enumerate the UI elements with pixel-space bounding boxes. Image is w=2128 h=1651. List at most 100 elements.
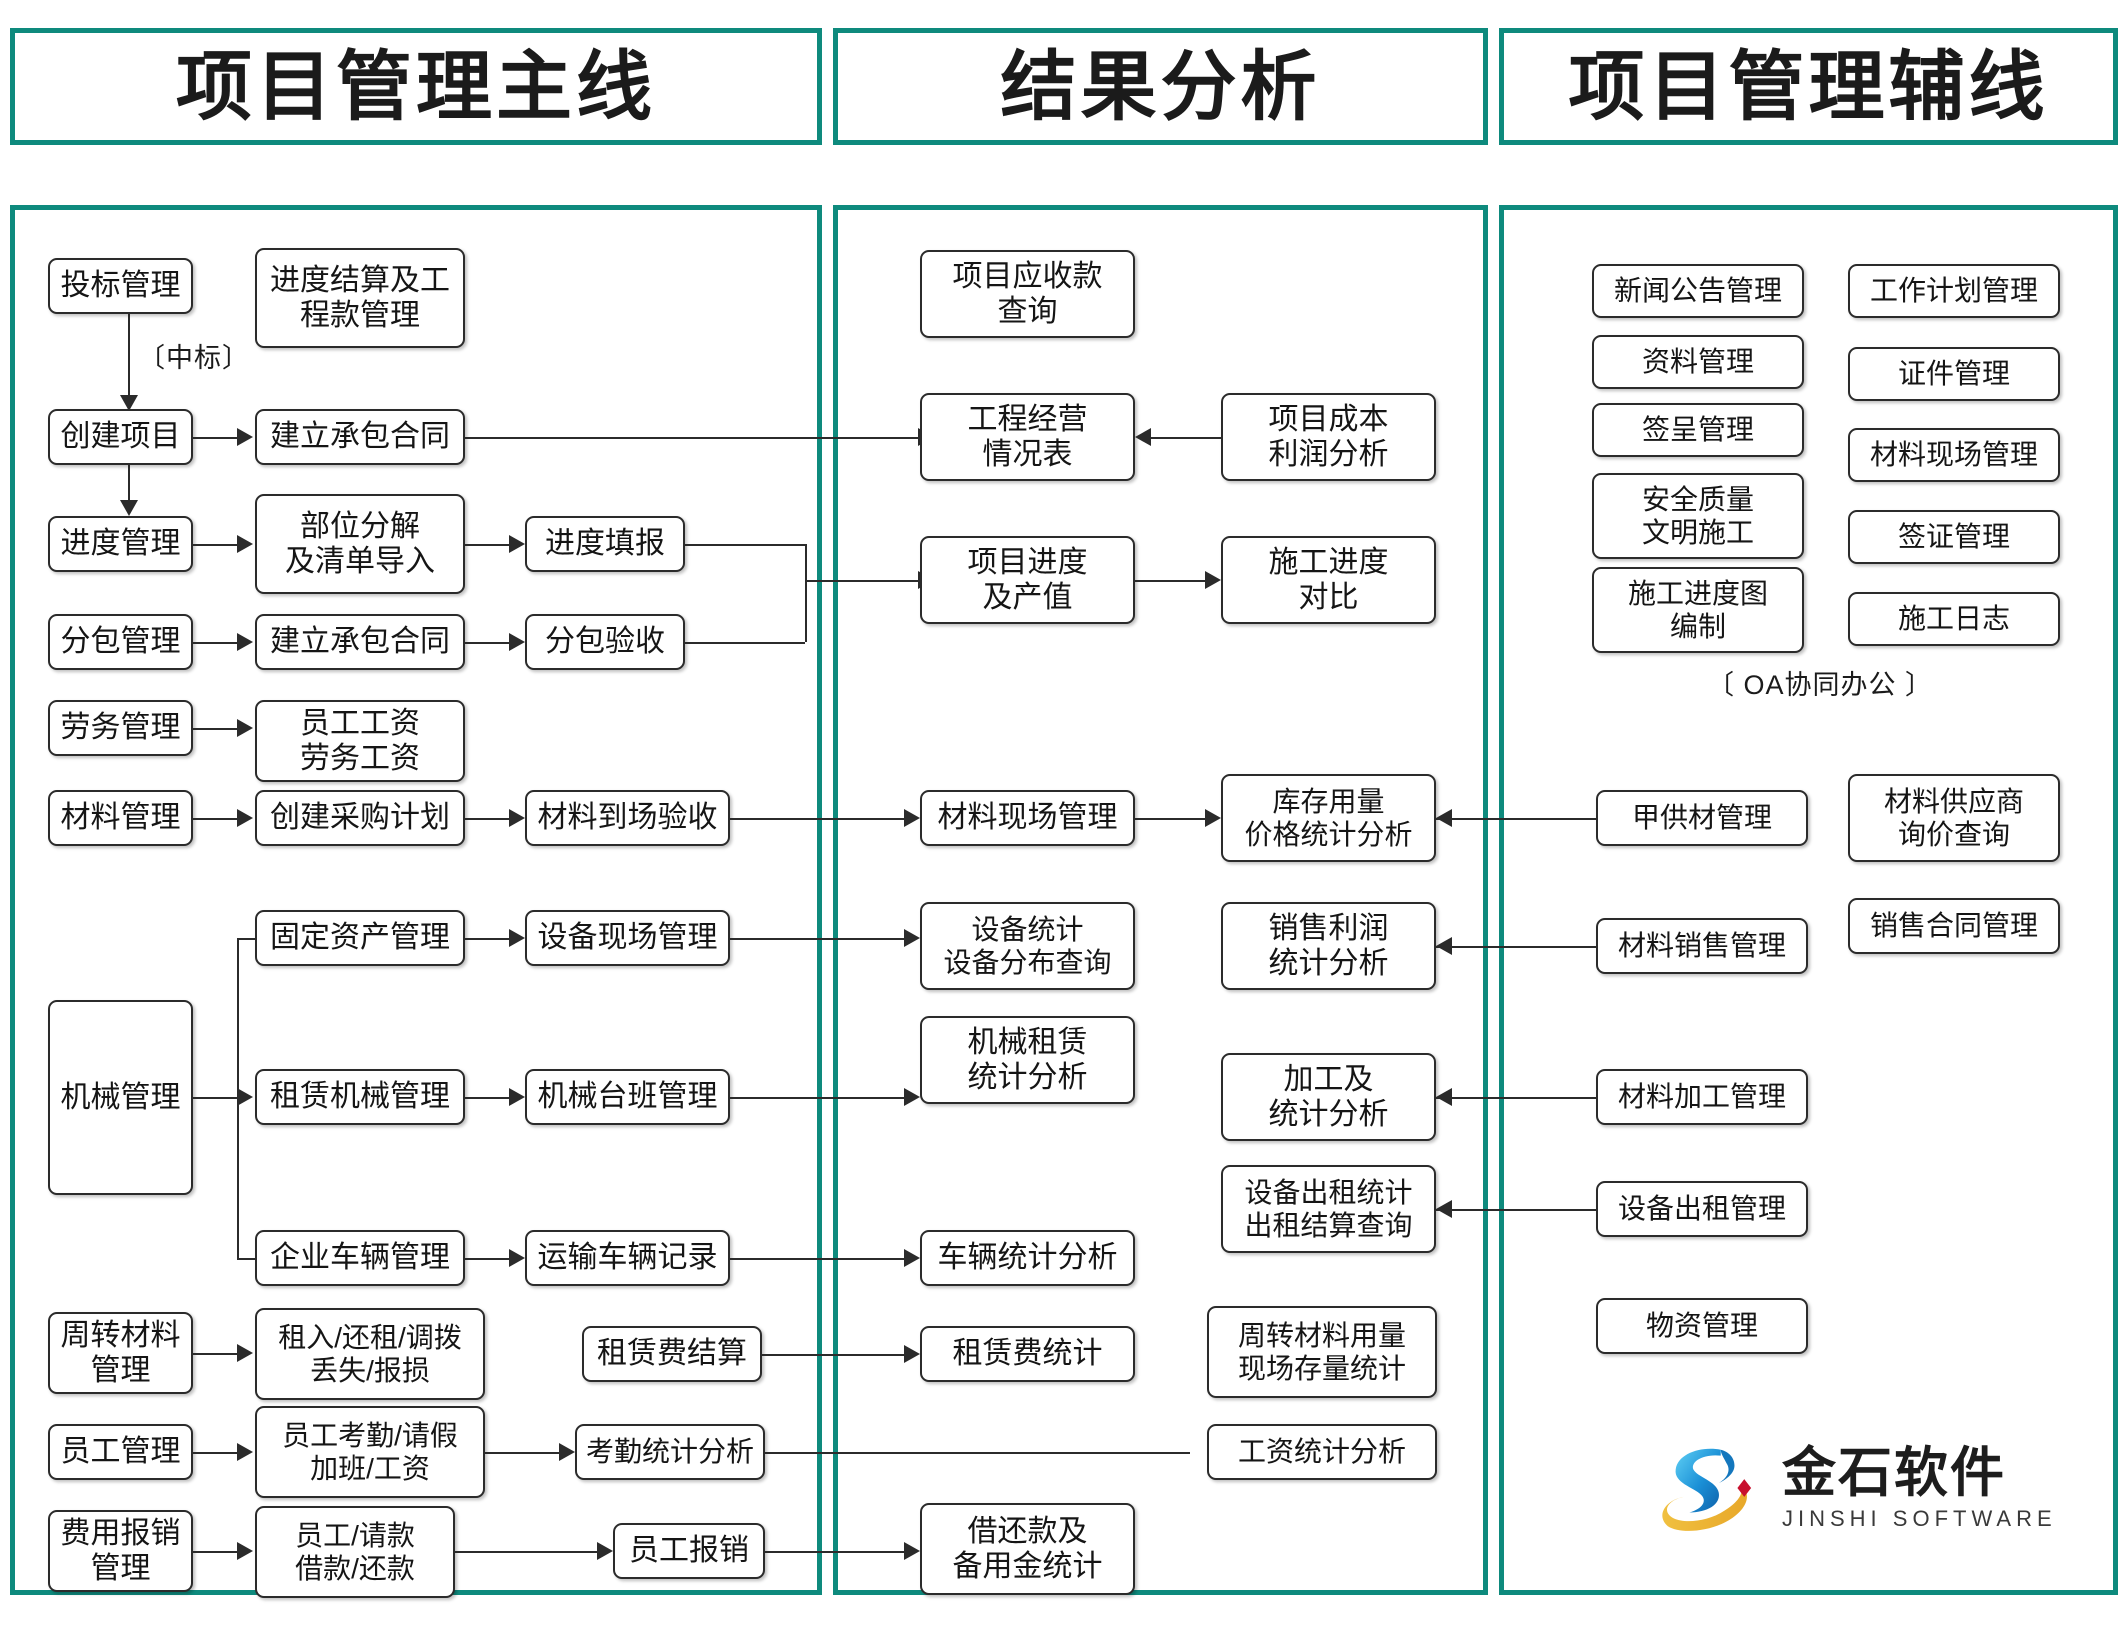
node-turnover-material[interactable]: 周转材料 管理	[48, 1312, 193, 1394]
connector-branch-fixed	[237, 938, 257, 940]
node-salary-stat[interactable]: 工资统计分析	[1207, 1424, 1437, 1480]
node-material-accept-label: 材料到场验收	[537, 801, 718, 835]
node-equip-site-label: 设备现场管理	[537, 921, 718, 955]
node-receivable-query[interactable]: 项目应收款 查询	[920, 250, 1135, 338]
node-progress-compare[interactable]: 施工进度 对比	[1221, 536, 1436, 624]
node-rent-fee-settle[interactable]: 租赁费结算	[582, 1326, 762, 1382]
node-visa-mgmt[interactable]: 签证管理	[1848, 510, 2060, 564]
connector-shift-stat	[730, 1097, 904, 1099]
node-labor-mgmt[interactable]: 劳务管理	[48, 700, 193, 756]
node-equip-site[interactable]: 设备现场管理	[525, 910, 730, 966]
node-supplies-mgmt[interactable]: 物资管理	[1596, 1298, 1808, 1354]
node-progress-settlement[interactable]: 进度结算及工 程款管理	[255, 248, 465, 348]
node-equip-rent-mgmt-label: 设备出租管理	[1617, 1193, 1786, 1225]
node-subcontract-mgmt-label: 分包管理	[60, 625, 181, 659]
node-turnover-stat[interactable]: 周转材料用量 现场存量统计	[1207, 1306, 1437, 1398]
node-material-sales[interactable]: 材料销售管理	[1596, 918, 1808, 974]
arrowhead-rentfee-stat	[904, 1345, 920, 1363]
node-rent-fee-stat[interactable]: 租赁费统计	[920, 1326, 1135, 1382]
node-part-decompose[interactable]: 部位分解 及清单导入	[255, 494, 465, 594]
node-salary-stat-label: 工资统计分析	[1237, 1436, 1406, 1468]
node-lease-machine-label: 租赁机械管理	[270, 1080, 450, 1114]
node-supplier-quote[interactable]: 材料供应商 询价查询	[1848, 774, 2060, 862]
node-sales-profit[interactable]: 销售利润 统计分析	[1221, 902, 1436, 990]
node-news-notice[interactable]: 新闻公告管理	[1592, 264, 1804, 318]
node-material-accept[interactable]: 材料到场验收	[525, 790, 730, 846]
node-equip-rent-mgmt[interactable]: 设备出租管理	[1596, 1181, 1808, 1237]
node-equip-stat[interactable]: 设备统计 设备分布查询	[920, 902, 1135, 990]
node-operation-table[interactable]: 工程经营 情况表	[920, 393, 1135, 481]
node-material-site-2[interactable]: 材料现场管理	[920, 790, 1135, 846]
node-machine-lease-stat[interactable]: 机械租赁 统计分析	[920, 1016, 1135, 1104]
arrowhead-loan-reimb	[597, 1542, 613, 1560]
node-sign-approval[interactable]: 签呈管理	[1592, 403, 1804, 457]
node-progress-mgmt[interactable]: 进度管理	[48, 516, 193, 572]
node-safety-quality[interactable]: 安全质量 文明施工	[1592, 473, 1804, 559]
node-loan-reserve-stat[interactable]: 借还款及 备用金统计	[920, 1503, 1135, 1595]
node-company-vehicle-label: 企业车辆管理	[270, 1241, 450, 1275]
node-transport-record[interactable]: 运输车辆记录	[525, 1230, 730, 1286]
node-equip-stat-label: 设备统计 设备分布查询	[943, 913, 1112, 978]
connector-fill-bus	[685, 544, 805, 546]
node-material-mgmt[interactable]: 材料管理	[48, 790, 193, 846]
node-work-plan[interactable]: 工作计划管理	[1848, 264, 2060, 318]
node-rent-fee-stat-label: 租赁费统计	[952, 1337, 1103, 1371]
node-machinery-mgmt[interactable]: 机械管理	[48, 1000, 193, 1195]
node-rent-return[interactable]: 租入/还租/调拨 丢失/报损	[255, 1308, 485, 1400]
node-inventory-price[interactable]: 库存用量 价格统计分析	[1221, 774, 1436, 862]
node-vehicle-stat[interactable]: 车辆统计分析	[920, 1230, 1135, 1286]
connector-transport-stat	[730, 1258, 904, 1260]
node-loan-repay-label: 员工/请款 借款/还款	[295, 1519, 415, 1584]
arrowhead-turnover-rent	[237, 1344, 253, 1362]
node-employee-reimb[interactable]: 员工报销	[613, 1523, 765, 1579]
node-subcontract-accept[interactable]: 分包验收	[525, 614, 685, 670]
arrowhead-contract-accept	[509, 633, 525, 651]
node-schedule-chart[interactable]: 施工进度图 编制	[1592, 567, 1804, 653]
node-subcontract-mgmt[interactable]: 分包管理	[48, 614, 193, 670]
node-process-stat[interactable]: 加工及 统计分析	[1221, 1053, 1436, 1141]
node-certificate[interactable]: 证件管理	[1848, 347, 2060, 401]
node-cost-profit[interactable]: 项目成本 利润分析	[1221, 393, 1436, 481]
node-purchase-plan[interactable]: 创建采购计划	[255, 790, 465, 846]
node-lease-machine[interactable]: 租赁机械管理	[255, 1069, 465, 1125]
node-expense-mgmt[interactable]: 费用报销 管理	[48, 1510, 193, 1592]
node-create-project-label: 创建项目	[60, 420, 181, 454]
node-progress-output[interactable]: 项目进度 及产值	[920, 536, 1135, 624]
node-equip-rent-stat[interactable]: 设备出租统计 出租结算查询	[1221, 1165, 1436, 1253]
node-material-mgmt-label: 材料管理	[60, 801, 181, 835]
node-machine-shift[interactable]: 机械台班管理	[525, 1069, 730, 1125]
connector-contract-operation	[465, 437, 918, 439]
header-main-line: 项目管理主线	[10, 28, 822, 145]
arrowhead-transport-stat	[904, 1249, 920, 1267]
node-owner-supply[interactable]: 甲供材管理	[1596, 790, 1808, 846]
node-receivable-query-label: 项目应收款 查询	[952, 259, 1103, 328]
node-data-mgmt[interactable]: 资料管理	[1592, 335, 1804, 389]
node-attendance-stat[interactable]: 考勤统计分析	[575, 1424, 765, 1480]
arrowhead-cost-operation	[1135, 428, 1151, 446]
node-transport-record-label: 运输车辆记录	[537, 1241, 718, 1275]
node-salary[interactable]: 员工工资 劳务工资	[255, 700, 465, 782]
arrowhead-owner-inventory	[1436, 809, 1452, 827]
node-loan-repay[interactable]: 员工/请款 借款/还款	[255, 1506, 455, 1598]
node-work-log[interactable]: 施工日志	[1848, 592, 2060, 646]
node-sales-contract[interactable]: 销售合同管理	[1848, 898, 2060, 954]
node-fixed-asset[interactable]: 固定资产管理	[255, 910, 465, 966]
arrowhead-employee-attendance	[237, 1443, 253, 1461]
node-contract-2[interactable]: 建立承包合同	[255, 614, 465, 670]
arrowhead-progress-part	[237, 535, 253, 553]
node-progress-fill[interactable]: 进度填报	[525, 516, 685, 572]
node-material-process[interactable]: 材料加工管理	[1596, 1069, 1808, 1125]
node-create-project[interactable]: 创建项目	[48, 409, 193, 465]
node-employee-mgmt[interactable]: 员工管理	[48, 1424, 193, 1480]
connector-output-compare	[1135, 580, 1205, 582]
node-material-site-3[interactable]: 材料现场管理	[1848, 428, 2060, 482]
arrowhead-shift-stat	[904, 1088, 920, 1106]
node-attendance[interactable]: 员工考勤/请假 加班/工资	[255, 1406, 485, 1498]
arrowhead-fixed-equip	[509, 929, 525, 947]
node-company-vehicle[interactable]: 企业车辆管理	[255, 1230, 465, 1286]
node-tender[interactable]: 投标管理	[48, 258, 193, 314]
arrowhead-process-link	[1436, 1088, 1452, 1106]
node-contract-1[interactable]: 建立承包合同	[255, 409, 465, 465]
node-employee-reimb-label: 员工报销	[629, 1534, 749, 1568]
logo-cn-text: 金石软件	[1782, 1441, 2006, 1504]
